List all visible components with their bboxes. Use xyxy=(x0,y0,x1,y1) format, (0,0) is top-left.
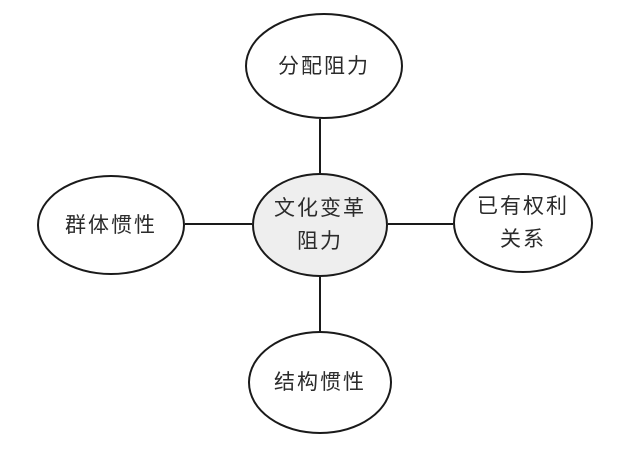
node-culture-change-resistance: 文化变革 阻力 xyxy=(252,173,388,277)
node-existing-power-relations-label: 已有权利 关系 xyxy=(477,194,569,251)
node-distribution-resistance: 分配阻力 xyxy=(245,13,403,119)
node-culture-change-resistance-label: 文化变革 阻力 xyxy=(274,196,366,253)
connector-center-to-left xyxy=(185,223,252,225)
connector-center-to-right xyxy=(388,223,453,225)
connector-center-to-top xyxy=(319,119,321,173)
node-group-inertia: 群体惯性 xyxy=(37,175,185,275)
node-structural-inertia: 结构惯性 xyxy=(248,331,392,434)
node-group-inertia-label: 群体惯性 xyxy=(65,212,157,237)
connector-center-to-bottom xyxy=(319,277,321,331)
node-structural-inertia-label: 结构惯性 xyxy=(274,370,366,394)
node-existing-power-relations: 已有权利 关系 xyxy=(453,173,593,273)
node-distribution-resistance-label: 分配阻力 xyxy=(278,53,370,78)
